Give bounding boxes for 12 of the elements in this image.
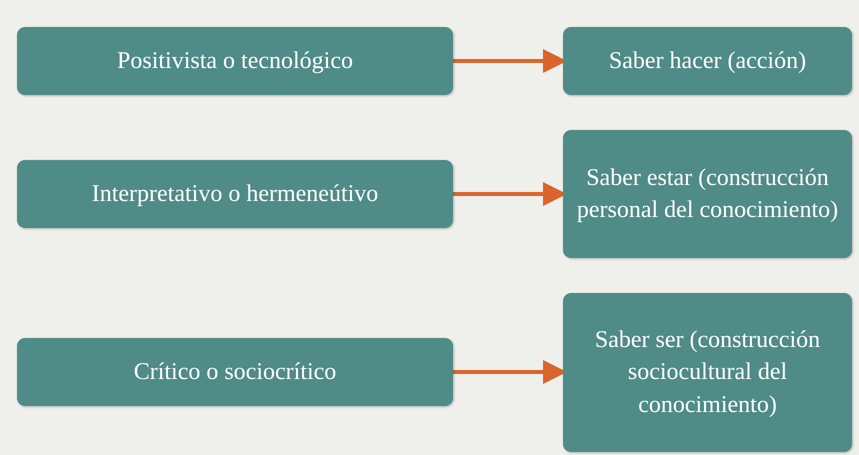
process-box: [563, 130, 852, 258]
process-box: [563, 293, 852, 452]
process-box: [17, 160, 453, 228]
box-label: Saber ser (construcción sociocultural del conocimiento): [594, 326, 822, 420]
box-label: Saber hacer (acción): [608, 46, 806, 76]
process-box: [563, 27, 852, 95]
box-label: Crítico o sociocrítico: [134, 358, 336, 387]
process-box: [17, 338, 453, 406]
box-label: Saber estar (construcción personal del conocimiento): [576, 164, 840, 225]
box-label: Interpretativo o hermeneútivo: [92, 180, 378, 209]
box-label: Positivista o tecnológico: [117, 46, 353, 76]
process-box: [17, 27, 453, 95]
